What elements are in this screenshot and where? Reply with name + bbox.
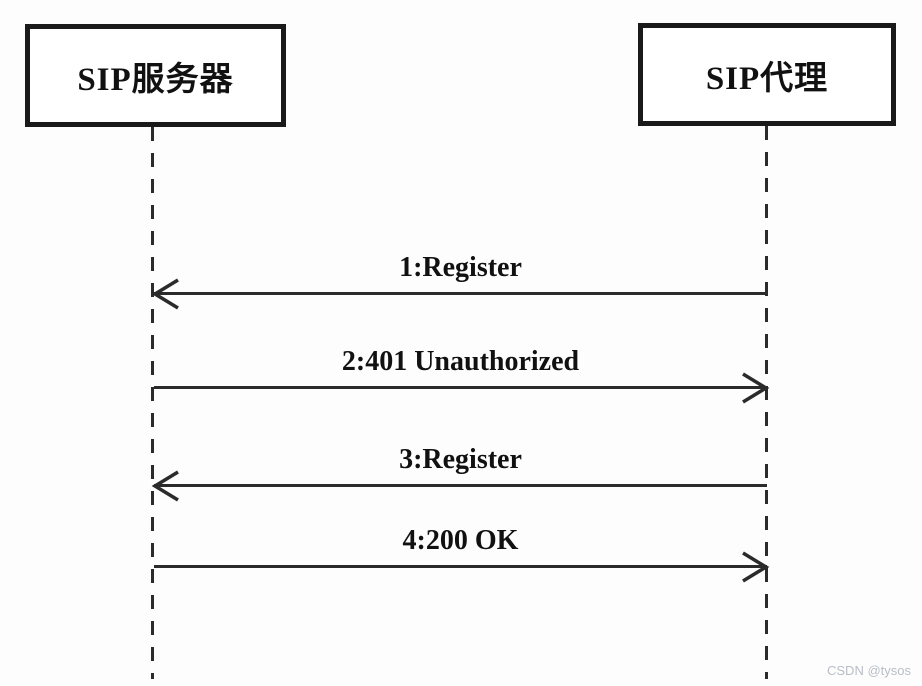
message-line [154, 292, 767, 295]
message-line [154, 565, 767, 568]
message-line [154, 386, 767, 389]
arrowhead-left-icon [151, 470, 179, 502]
actor-box-sip-proxy: SIP代理 [638, 23, 896, 126]
message-label: 3:Register [399, 444, 522, 475]
arrowhead-right-icon [742, 551, 770, 583]
lifeline-sip-server [151, 127, 154, 679]
message-label: 2:401 Unauthorized [341, 346, 580, 377]
actor-label-sip-proxy: SIP代理 [705, 60, 829, 97]
message-label: 4:200 OK [402, 525, 519, 556]
message-line [154, 484, 767, 487]
message-label: 1:Register [399, 252, 522, 283]
lifeline-sip-proxy [765, 126, 768, 679]
actor-box-sip-server: SIP服务器 [25, 24, 286, 127]
watermark: CSDN @tysos [827, 663, 911, 678]
arrowhead-right-icon [742, 372, 770, 404]
arrowhead-left-icon [151, 278, 179, 310]
actor-label-sip-server: SIP服务器 [77, 61, 234, 98]
